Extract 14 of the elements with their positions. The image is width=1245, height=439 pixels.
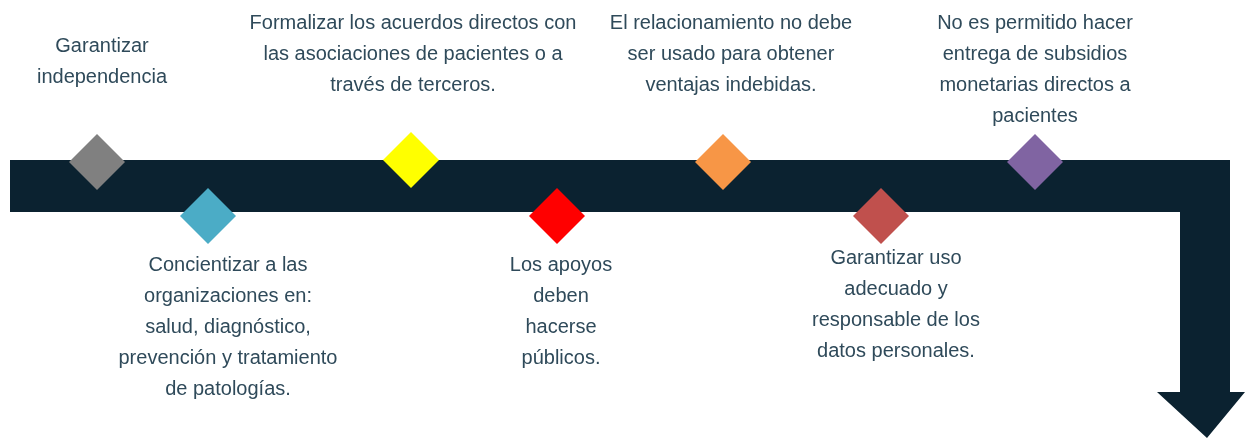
diamond-marker [382, 131, 440, 189]
diamond-marker [1006, 133, 1064, 191]
milestone-text: No es permitido hacer entrega de subsidios monetarias directos a pacientes [936, 10, 1134, 128]
diamond-marker [528, 187, 586, 245]
milestone-text: Concientizar a las organizaciones en: salud, diagnóstico, prevención y tratamiento de patologías. [118, 252, 338, 401]
milestone-text: Los apoyos deben hacerse públicos. [508, 252, 614, 370]
milestone-text: Formalizar los acuerdos directos con las asociaciones de pacientes o a través de terceros. [248, 10, 578, 97]
milestone-text: Garantizar independencia [35, 33, 169, 89]
diamond-marker [179, 187, 237, 245]
milestone-text: Garantizar uso adecuado y responsable de los datos personales. [811, 245, 981, 363]
milestone-text: El relacionamiento no debe ser usado para obtener ventajas indebidas. [608, 10, 854, 97]
diamond-marker [852, 187, 910, 245]
diamond-marker [694, 133, 752, 191]
diamond-marker [68, 133, 126, 191]
